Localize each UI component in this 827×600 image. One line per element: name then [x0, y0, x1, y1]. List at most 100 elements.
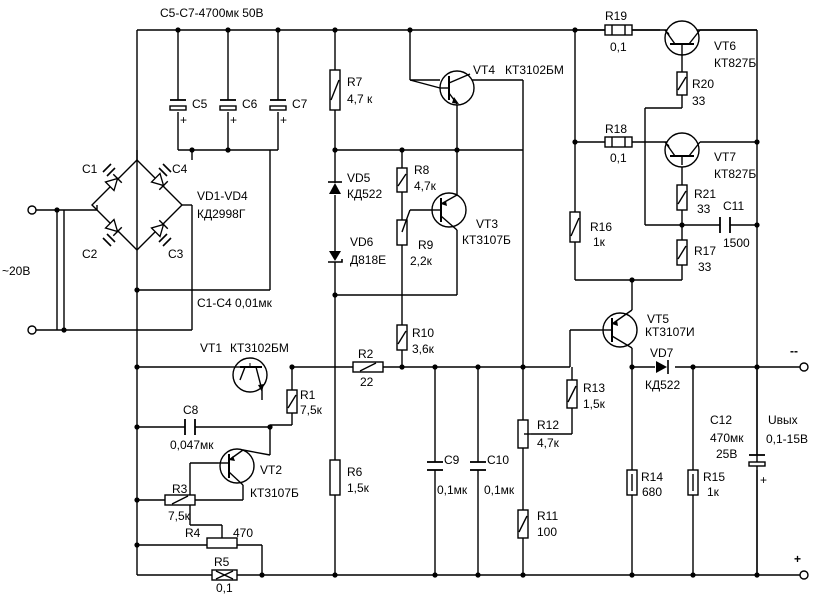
vd5-type: КД522 [347, 187, 382, 201]
capacitor-c5 [169, 99, 187, 111]
r12-value: 4,7к [537, 436, 560, 450]
vt2-type: КТ3107Б [250, 486, 299, 500]
r19-label: R19 [605, 9, 627, 23]
c5-label: C5 [192, 97, 208, 111]
transistor-vt2 [218, 448, 271, 486]
resistor-r19 [604, 24, 633, 36]
r17-label: R17 [694, 244, 716, 258]
diode-vd3 [150, 219, 169, 238]
resistor-r9 [396, 209, 411, 246]
r20-value: 33 [692, 94, 706, 108]
vd6-type: Д818Е [350, 253, 386, 267]
resistor-r14 [626, 469, 638, 496]
output-minus-terminal [799, 362, 809, 372]
resistors [286, 69, 699, 539]
r5-value: 0,1 [216, 581, 233, 595]
resistor-r11 [517, 509, 529, 539]
vt7-type: КТ827Б [714, 167, 756, 181]
r18-value: 0,1 [610, 151, 627, 165]
bridge-diodes-type: КД2998Г [197, 207, 246, 221]
vt5-type: КТ3107И [645, 325, 695, 339]
vt3-label: VT3 [476, 217, 498, 231]
junctions [54, 27, 760, 578]
vd5-label: VD5 [347, 171, 371, 185]
filter-caps-label: C5-C7-4700мк 50В [160, 6, 264, 20]
resistor-r18 [604, 136, 633, 148]
c9-label: C9 [444, 453, 460, 467]
vd7-label: VD7 [650, 346, 674, 360]
vt3-type: КТ3107Б [462, 233, 511, 247]
c6-label: C6 [242, 97, 258, 111]
r12-label: R12 [537, 418, 559, 432]
c10-label: C10 [487, 453, 509, 467]
resistor-r10 [396, 324, 408, 351]
diodes [328, 175, 669, 374]
resistor-r17 [676, 239, 688, 266]
capacitor-c6 [219, 99, 237, 111]
vt5-label: VT5 [647, 312, 669, 326]
c12-voltage: 25В [716, 447, 737, 461]
vt4-label: VT4 [473, 63, 495, 77]
r19-value: 0,1 [610, 40, 627, 54]
vd7-type: КД522 [645, 378, 680, 392]
r16-label: R16 [590, 220, 612, 234]
r13-value: 1,5к [583, 397, 606, 411]
capacitor-c10 [470, 461, 486, 471]
c7-plus: + [280, 113, 287, 127]
c4-label: C4 [172, 162, 188, 176]
vt6-type: КТ827Б [714, 56, 756, 70]
r6-value: 1,5к [347, 481, 370, 495]
transistor-vt6 [664, 20, 701, 56]
diode-vd1 [104, 173, 123, 192]
output-plus-terminal [799, 570, 809, 580]
input-terminal-1 [27, 205, 37, 215]
resistor-r15 [687, 469, 699, 496]
r18-label: R18 [605, 122, 627, 136]
zener-vd6 [328, 243, 343, 263]
capacitor-c2 [102, 233, 116, 247]
c1-label: C1 [82, 162, 98, 176]
r9-value: 2,2к [410, 254, 433, 268]
c12-label: C12 [710, 413, 732, 427]
c12-plus: + [760, 473, 767, 487]
capacitor-c1 [102, 163, 116, 177]
r2-value: 22 [360, 375, 374, 389]
labels: C5-C7-4700мк 50В ~20В C1 C4 C2 C3 VD1-VD… [2, 6, 808, 595]
diode-vd4 [150, 172, 169, 191]
resistors-horizontal [164, 24, 633, 581]
r8-value: 4,7к [414, 179, 437, 193]
c3-label: C3 [168, 247, 184, 261]
c11-label: C11 [723, 199, 744, 213]
transistor-vt4 [409, 70, 475, 106]
c6-plus: + [230, 113, 237, 127]
diode-vd7 [656, 360, 669, 374]
transistors [218, 20, 701, 486]
resistor-r8 [396, 167, 408, 193]
output-plus-label: + [794, 552, 801, 566]
r10-value: 3,6к [412, 342, 435, 356]
wires [32, 29, 800, 576]
vt1-label: VT1 [200, 341, 222, 355]
input-voltage-label: ~20В [2, 264, 30, 278]
capacitor-c7 [269, 99, 287, 111]
output-voltage-range: 0,1-15В [766, 432, 808, 446]
r1-label: R1 [300, 388, 316, 402]
r8-label: R8 [414, 163, 430, 177]
r11-label: R11 [537, 509, 558, 523]
resistor-r1 [286, 389, 298, 414]
resistor-r3 [164, 494, 196, 506]
diode-bridge [91, 150, 193, 251]
c10-value: 0,1мк [484, 483, 515, 497]
capacitor-c3 [158, 233, 172, 247]
r2-label: R2 [358, 347, 374, 361]
capacitor-c4 [158, 163, 172, 177]
r3-value: 7,5к [168, 509, 191, 523]
r4-value: 470 [233, 526, 253, 540]
capacitor-c12 [748, 454, 766, 467]
vt2-label: VT2 [260, 463, 282, 477]
transistor-vt1 [230, 357, 268, 393]
resistor-r20 [676, 71, 688, 96]
bridge-diodes-label: VD1-VD4 [197, 189, 248, 203]
r15-label: R15 [703, 470, 725, 484]
